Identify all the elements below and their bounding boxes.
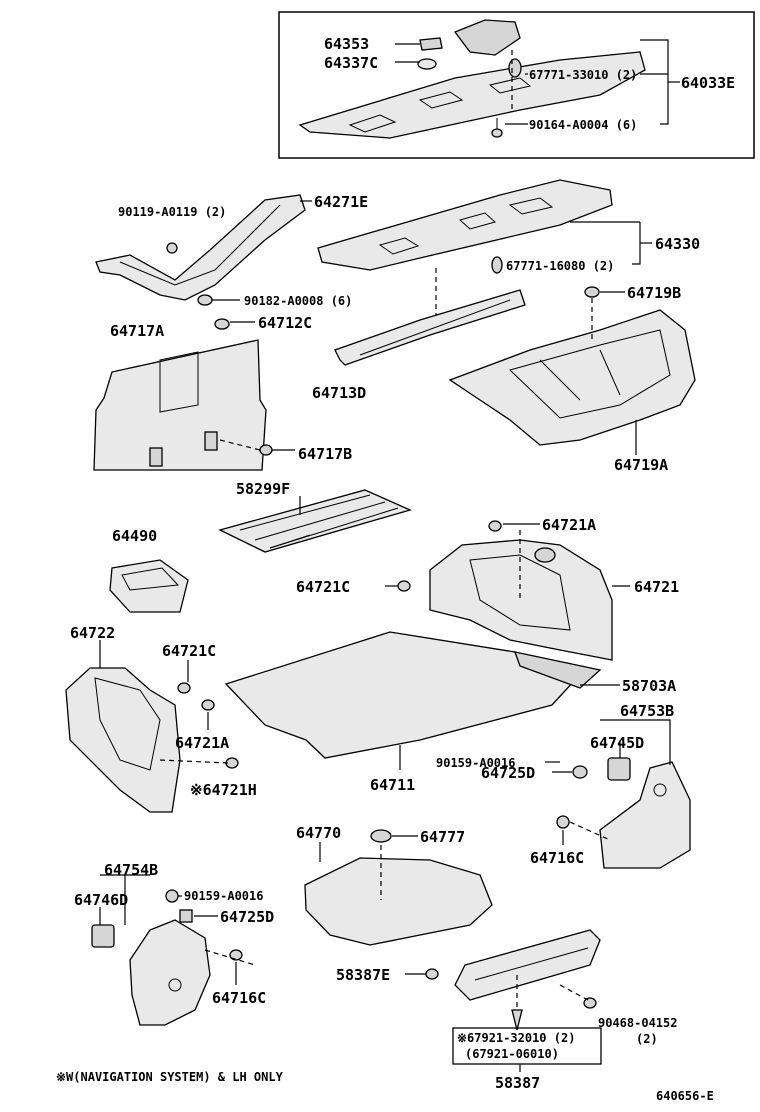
scuff-plate-58387: [425, 929, 601, 1031]
label-64721H: ※64721H: [190, 781, 257, 799]
footnote: ※W(NAVIGATION SYSTEM) & LH ONLY: [56, 1070, 284, 1084]
label-58299F: 58299F: [236, 480, 290, 498]
label-67921-32010: ※67921-32010 (2): [457, 1031, 575, 1045]
label-64754B: 64754B: [104, 861, 158, 879]
label-64721: 64721: [634, 578, 679, 596]
label-64271E: 64271E: [314, 193, 368, 211]
inset-package-tray: [298, 19, 646, 139]
package-tray-64330: [317, 179, 613, 274]
label-64337C: 64337C: [324, 54, 378, 72]
label-64777: 64777: [420, 828, 465, 846]
label-64722: 64722: [70, 624, 115, 642]
net-58299F: [218, 489, 412, 553]
label-90182-A0008: 90182-A0008 (6): [244, 294, 352, 308]
label-58387: 58387: [495, 1074, 540, 1092]
label-64712C: 64712C: [258, 314, 312, 332]
label-67921-06010: (67921-06010): [465, 1047, 559, 1061]
label-90164-A0004: 90164-A0004 (6): [529, 118, 637, 132]
label-90159-A0016-right: 90159-A0016: [436, 756, 515, 770]
cover-64753B: [556, 757, 691, 869]
box-67921: [452, 1027, 602, 1065]
label-90468-04152: 90468-04152: [598, 1016, 677, 1030]
label-64725D-right: 64725D: [481, 764, 535, 782]
figure-code: 640656-E: [656, 1089, 714, 1103]
label-64721A-left: 64721A: [175, 734, 229, 752]
trim-64719A: [448, 286, 696, 446]
label-64721C-left: 64721C: [162, 642, 216, 660]
label-64711: 64711: [370, 776, 415, 794]
label-58387E: 58387E: [336, 966, 390, 984]
label-64721C-mid: 64721C: [296, 578, 350, 596]
label-64490: 64490: [112, 527, 157, 545]
cover-64754B: [91, 889, 243, 1026]
label-64716C-left: 64716C: [212, 989, 266, 1007]
inset-box: [278, 11, 755, 159]
label-64353: 64353: [324, 35, 369, 53]
label-64719B: 64719B: [627, 284, 681, 302]
label-67771-16080: 67771-16080 (2): [506, 259, 614, 273]
label-64725D-left: 64725D: [220, 908, 274, 926]
label-64745D: 64745D: [590, 734, 644, 752]
label-64770: 64770: [296, 824, 341, 842]
label-64753B: 64753B: [620, 702, 674, 720]
panel-64717A: [93, 339, 267, 471]
floor-mat-64711: [224, 631, 577, 759]
label-64716C-right: 64716C: [530, 849, 584, 867]
label-90119-A0119: 90119-A0119 (2): [118, 205, 226, 219]
label-64717A: 64717A: [110, 322, 164, 340]
label-64746D: 64746D: [74, 891, 128, 909]
label-64717B: 64717B: [298, 445, 352, 463]
box-64490: [109, 559, 189, 613]
label-64721A-top: 64721A: [542, 516, 596, 534]
label-90468-qty: (2): [636, 1032, 658, 1046]
label-67771-33010: 67771-33010 (2): [529, 68, 637, 82]
label-90159-A0016-left: 90159-A0016: [184, 889, 263, 903]
label-64719A: 64719A: [614, 456, 668, 474]
label-58703A: 58703A: [622, 677, 676, 695]
side-trim-64722: [65, 667, 239, 813]
tire-cover-64770: [304, 829, 493, 946]
label-64330: 64330: [655, 235, 700, 253]
strip-64713D: [334, 289, 526, 366]
rail-64271E: [95, 194, 306, 306]
label-64713D: 64713D: [312, 384, 366, 402]
mat-58703A: [513, 651, 602, 689]
label-64033E: 64033E: [681, 74, 735, 92]
